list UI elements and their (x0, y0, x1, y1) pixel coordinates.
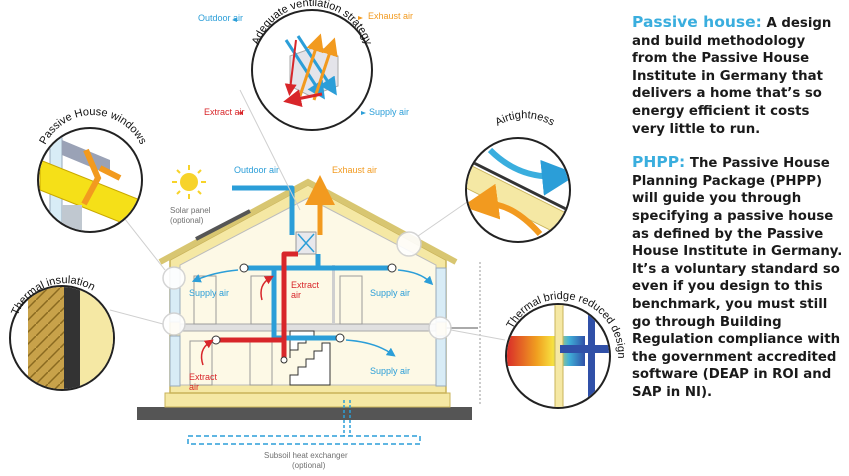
subsoil-optional: (optional) (292, 461, 326, 470)
ground-slab (137, 407, 472, 420)
duct-outdoor-air (232, 185, 295, 235)
extract-air-lower-label-1: Extract (189, 372, 218, 382)
solar-panel: Solar panel (optional) (170, 165, 251, 241)
windows-detail: Passive House windows (37, 106, 149, 233)
airtightness-title: Airtightness (493, 109, 557, 129)
solar-panel-board (195, 209, 251, 241)
extract-air-upper-label-2: air (291, 290, 301, 300)
passive-house-body: A design and build methodology from the … (632, 16, 832, 137)
window-right-lower (435, 335, 447, 387)
vent-exhaust-air-label: Exhaust air (368, 11, 413, 21)
thermal-bridge-detail: Thermal bridge reduced design (504, 290, 627, 409)
window-left-lower (169, 335, 181, 387)
subsoil-heat-exchanger: Subsoil heat exchanger (optional) (187, 400, 421, 470)
extract-air-upper-label-1: Extract (291, 280, 320, 290)
insulation-detail: Thermal insulation (9, 274, 115, 391)
inner-wall-upper (332, 265, 335, 324)
detail-markers (162, 231, 452, 340)
foundation (164, 392, 451, 408)
subsoil-label: Subsoil heat exchanger (264, 451, 348, 460)
staircase (289, 342, 331, 386)
vent-extract-air-label: Extract air (204, 107, 245, 117)
supply-air-upper-left-label: Supply air (189, 288, 229, 298)
vent-supply-air-label: Supply air (369, 107, 409, 117)
airtightness-detail: Airtightness (465, 109, 571, 243)
roof-outdoor-air-label: Outdoor air (234, 165, 279, 175)
solar-panel-optional: (optional) (170, 216, 204, 225)
info-panel: Passive house: A design and build method… (632, 13, 844, 417)
door-upper-right (339, 275, 363, 325)
duct-extract (281, 251, 298, 360)
window-right-upper (435, 267, 447, 323)
phpp-paragraph: PHPP: The Passive House Planning Package… (632, 153, 844, 401)
supply-air-lower-right-label: Supply air (370, 366, 410, 376)
sun-icon (180, 173, 198, 191)
air-flow-arrows (191, 269, 434, 366)
phpp-body: The Passive House Planning Package (PHPP… (632, 156, 843, 400)
solar-panel-label: Solar panel (170, 206, 211, 215)
extract-air-lower-label-2: air (189, 382, 199, 392)
ventilation-ducts (211, 175, 397, 364)
passive-house-heading: Passive house: (632, 13, 762, 31)
roof-exhaust-air-label: Exhaust air (332, 165, 377, 175)
passive-house-paragraph: Passive house: A design and build method… (632, 13, 844, 138)
phpp-heading: PHPP: (632, 153, 686, 172)
door-lower-left (189, 340, 213, 386)
floor-slab (179, 323, 437, 332)
supply-air-upper-right-label: Supply air (370, 288, 410, 298)
ventilation-detail: Adequate ventilation strategy Outdoor ai… (198, 0, 413, 131)
vent-outdoor-air-label: Outdoor air (198, 13, 243, 23)
